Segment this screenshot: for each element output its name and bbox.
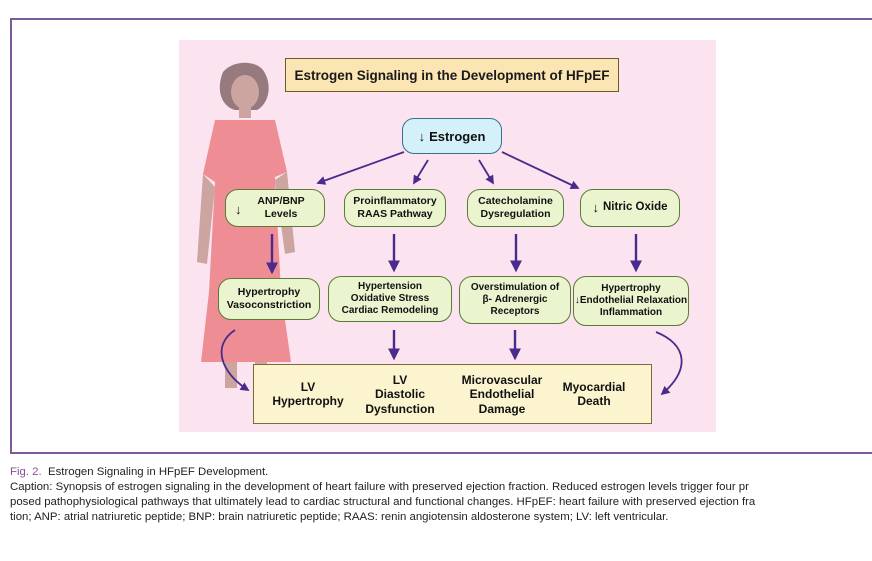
figure-caption: Fig. 2. Estrogen Signaling in HFpEF Deve… <box>10 465 872 526</box>
diagram-title: Estrogen Signaling in the Development of… <box>285 58 619 92</box>
estrogen-node: ↓ Estrogen <box>402 118 502 154</box>
effect-node-endothelial: Hypertrophy ↓Endothelial Relaxation Infl… <box>573 276 689 326</box>
outcome-lv-hypertrophy: LV Hypertrophy <box>272 380 344 409</box>
outcome-lv-diastolic-dysfunction: LV Diastolic Dysfunction <box>365 373 435 416</box>
figure-label: Fig. 2. <box>10 466 42 478</box>
mechanism-label: Catecholamine Dysregulation <box>478 195 553 220</box>
figure-title: Estrogen Signaling in HFpEF Development. <box>48 466 269 478</box>
effect-label: Hypertrophy Vasoconstriction <box>226 286 312 311</box>
arrow-estrogen-to-raas <box>413 159 429 185</box>
effect-label: Hypertrophy ↓Endothelial Relaxation Infl… <box>574 283 688 318</box>
down-arrow-icon: ↓ <box>418 128 426 144</box>
effect-label: Overstimulation of β- Adrenergic Recepto… <box>470 282 560 317</box>
arrow-estrogen-to-nitric-oxide <box>501 151 580 189</box>
mechanism-node-anp-bnp: ↓ ANP/BNP Levels <box>225 189 325 227</box>
mechanism-label: Proinflammatory RAAS Pathway <box>353 195 437 220</box>
curved-arrow-right <box>655 331 683 396</box>
arrow-estrogen-to-anp <box>316 151 405 185</box>
mechanism-label: ANP/BNP Levels <box>257 195 305 220</box>
caption-title-line: Fig. 2. Estrogen Signaling in HFpEF Deve… <box>10 465 872 480</box>
caption-line-1: Caption: Synopsis of estrogen signaling … <box>10 481 749 494</box>
figure-frame <box>10 18 872 454</box>
mechanism-node-catecholamine: Catecholamine Dysregulation <box>467 189 564 227</box>
curved-arrow-left <box>220 329 250 391</box>
effect-node-hypertrophy-vasoconstriction: Hypertrophy Vasoconstriction <box>218 278 320 320</box>
caption-line-2: posed pathophysiological pathways that u… <box>10 496 756 509</box>
mechanism-label: Nitric Oxide <box>602 201 668 214</box>
down-arrow-icon: ↓ <box>592 200 599 216</box>
caption-line-3: tion; ANP: atrial natriuretic peptide; B… <box>10 511 669 524</box>
outcome-myocardial-death: Myocardial Death <box>562 380 626 409</box>
estrogen-label: Estrogen <box>429 128 486 144</box>
mechanism-node-nitric-oxide: ↓ Nitric Oxide <box>580 189 680 227</box>
effect-node-beta-adrenergic: Overstimulation of β- Adrenergic Recepto… <box>459 276 571 324</box>
down-arrow-icon: ↓ <box>235 202 242 217</box>
effect-node-hypertension: Hypertension Oxidative Stress Cardiac Re… <box>328 276 452 322</box>
outcomes-box <box>253 364 652 424</box>
arrow-estrogen-to-catecholamine <box>478 159 494 185</box>
outcome-microvascular-damage: Microvascular Endothelial Damage <box>461 373 543 416</box>
effect-label: Hypertension Oxidative Stress Cardiac Re… <box>341 281 439 316</box>
mechanism-node-raas: Proinflammatory RAAS Pathway <box>344 189 446 227</box>
